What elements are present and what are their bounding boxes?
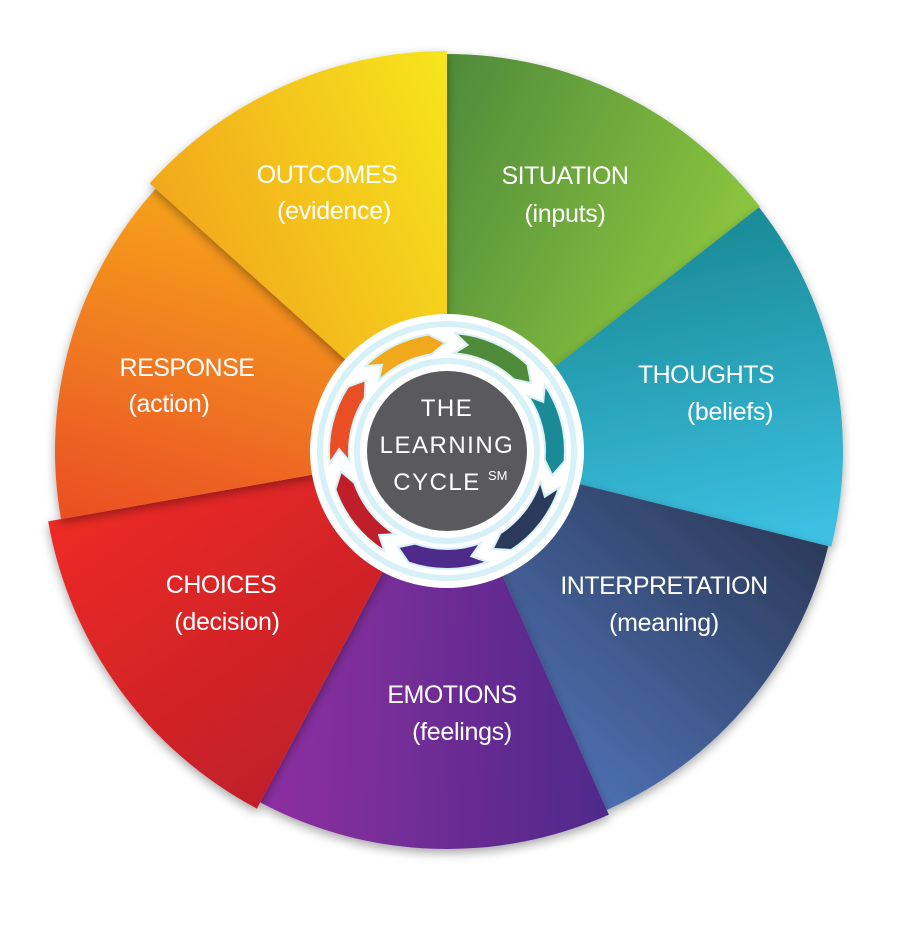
segment-title-outcomes: OUTCOMES bbox=[257, 161, 397, 189]
segment-title-choices: CHOICES bbox=[166, 571, 276, 599]
center-disc bbox=[367, 371, 527, 531]
segment-emotions bbox=[260, 539, 609, 850]
segment-subtitle-emotions: (feelings) bbox=[412, 718, 512, 746]
center-title-line-3: CYCLE bbox=[393, 469, 481, 496]
segment-subtitle-outcomes: (evidence) bbox=[277, 197, 391, 225]
cycle-arrow-outcomes bbox=[362, 333, 447, 384]
cycle-arrow-interpretation bbox=[491, 477, 562, 551]
segment-subtitle-thoughts: (beliefs) bbox=[687, 398, 773, 426]
segment-title-emotions: EMOTIONS bbox=[387, 681, 516, 709]
segment-title-interpretation: INTERPRETATION bbox=[560, 572, 767, 600]
cycle-arrow-choices bbox=[334, 469, 399, 554]
segment-choices bbox=[48, 468, 401, 809]
segment-outcomes bbox=[149, 51, 447, 385]
segment-title-situation: SITUATION bbox=[502, 162, 629, 190]
cycle-arrow-situation bbox=[450, 332, 533, 385]
segment-title-response: RESPONSE bbox=[120, 354, 255, 382]
segment-title-thoughts: THOUGHTS bbox=[638, 361, 774, 389]
segment-subtitle-response: (action) bbox=[129, 390, 210, 418]
cycle-arrow-response bbox=[328, 378, 367, 467]
segment-thoughts bbox=[525, 207, 843, 547]
segment-situation bbox=[447, 54, 760, 390]
service-mark: SM bbox=[488, 468, 508, 483]
segment-subtitle-situation: (inputs) bbox=[525, 200, 606, 228]
cycle-arrow-emotions bbox=[396, 541, 491, 570]
center-title-line-2: LEARNING bbox=[380, 432, 515, 459]
center-title-line-1: THE bbox=[421, 395, 474, 422]
segment-interpretation bbox=[487, 475, 829, 811]
segment-response bbox=[55, 188, 373, 520]
cycle-arrow-thoughts bbox=[525, 382, 566, 478]
segment-subtitle-interpretation: (meaning) bbox=[609, 609, 719, 637]
segment-subtitle-choices: (decision) bbox=[174, 608, 279, 636]
